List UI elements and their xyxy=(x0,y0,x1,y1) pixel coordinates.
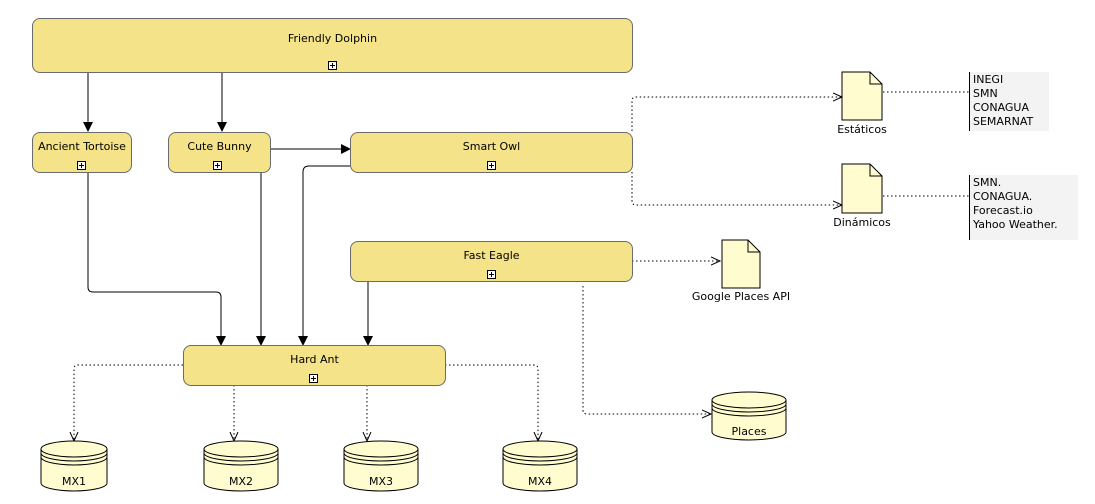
database-mx3-icon xyxy=(343,440,419,492)
edge-hardant-mx1 xyxy=(74,364,183,441)
expand-icon[interactable] xyxy=(309,374,318,383)
component-label: Smart Owl xyxy=(462,140,521,153)
component-smart-owl[interactable]: Smart Owl xyxy=(350,132,633,173)
edge-owl-estaticos xyxy=(631,97,842,131)
expand-icon[interactable] xyxy=(487,270,496,279)
document-dinamicos-label: Dinámicos xyxy=(833,216,891,229)
database-places-label: Places xyxy=(731,425,767,438)
component-label: Ancient Tortoise xyxy=(38,140,126,153)
component-ancient-tortoise[interactable]: Ancient Tortoise xyxy=(32,132,132,173)
document-estaticos-icon xyxy=(841,71,883,121)
edge-hardant-mx4 xyxy=(445,364,538,441)
database-mx3-label: MX3 xyxy=(368,475,394,488)
component-label: Friendly Dolphin xyxy=(287,32,378,45)
note-line: SMN. xyxy=(973,176,1002,189)
edge-owl-hardant xyxy=(298,165,350,346)
component-fast-eagle[interactable]: Fast Eagle xyxy=(350,241,633,282)
database-mx4-label: MX4 xyxy=(527,475,553,488)
expand-icon[interactable] xyxy=(487,161,496,170)
database-mx2-label: MX2 xyxy=(228,475,254,488)
note-line: Yahoo Weather. xyxy=(973,218,1058,231)
note-dinamicos-sources: SMN. CONAGUA. Forecast.io Yahoo Weather. xyxy=(969,175,1078,240)
component-hard-ant[interactable]: Hard Ant xyxy=(183,345,446,386)
edge-owl-dinamicos xyxy=(631,172,842,205)
expand-icon[interactable] xyxy=(213,161,222,170)
database-places-icon xyxy=(711,391,787,441)
component-friendly-dolphin[interactable]: Friendly Dolphin xyxy=(32,18,633,73)
document-google-places-icon xyxy=(721,239,761,289)
document-dinamicos-icon xyxy=(841,163,883,214)
note-line: Forecast.io xyxy=(973,204,1033,217)
document-estaticos-label: Estáticos xyxy=(837,123,887,136)
note-line: SMN xyxy=(973,87,998,100)
document-google-places-label: Google Places API xyxy=(691,290,791,303)
database-mx2-icon xyxy=(203,440,279,492)
database-mx1-icon xyxy=(40,440,108,492)
component-label: Fast Eagle xyxy=(463,249,520,262)
component-cute-bunny[interactable]: Cute Bunny xyxy=(168,132,271,173)
component-label: Cute Bunny xyxy=(187,140,252,153)
note-line: INEGI xyxy=(973,73,1004,86)
database-mx4-icon xyxy=(502,440,578,492)
expand-icon[interactable] xyxy=(328,61,337,70)
note-estaticos-sources: INEGI SMN CONAGUA SEMARNAT xyxy=(969,72,1049,131)
component-label: Hard Ant xyxy=(290,353,339,366)
edge-tortoise-hardant xyxy=(87,172,226,346)
database-mx1-label: MX1 xyxy=(61,475,87,488)
edge-eagle-places xyxy=(582,286,711,414)
note-line: CONAGUA. xyxy=(973,190,1033,203)
note-line: CONAGUA xyxy=(973,101,1029,114)
note-line: SEMARNAT xyxy=(973,115,1034,128)
expand-icon[interactable] xyxy=(77,161,86,170)
